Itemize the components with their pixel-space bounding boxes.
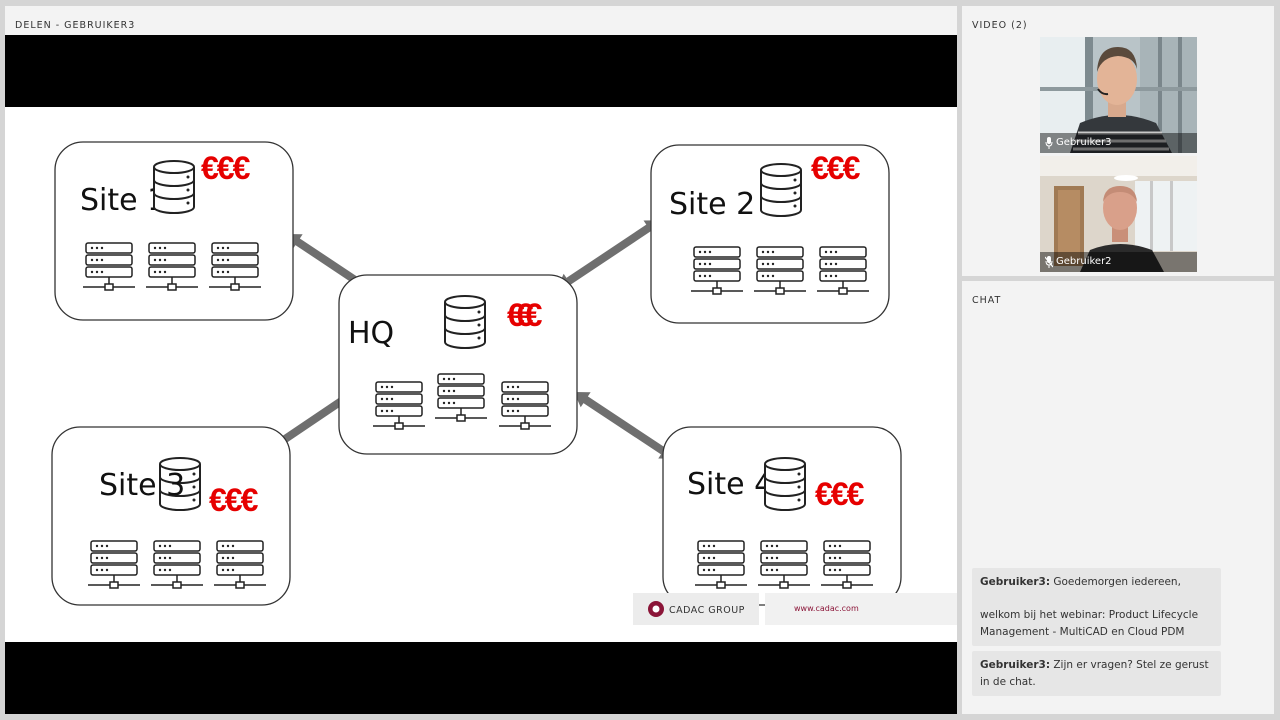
participant-name: Gebruiker2 bbox=[1040, 252, 1197, 272]
microphone-icon bbox=[1045, 137, 1053, 149]
microphone-muted-icon bbox=[1045, 256, 1053, 268]
share-pod: DELEN - GEBRUIKER3 bbox=[5, 6, 957, 714]
site-4-cost: €€€ bbox=[815, 476, 865, 512]
chat-pod: CHAT Gebruiker3: Goedemorgen iedereen, w… bbox=[962, 281, 1274, 714]
chat-author: Gebruiker3: bbox=[980, 659, 1051, 671]
chat-message: Gebruiker3: Zijn er vragen? Stel ze geru… bbox=[972, 651, 1221, 696]
site-1-box: Site 1 €€€ bbox=[54, 141, 294, 321]
share-stage: Site 1 €€€ Site 2 €€€ bbox=[5, 35, 957, 714]
chat-author: Gebruiker3: bbox=[980, 576, 1051, 588]
database-icon bbox=[153, 160, 195, 214]
video-tile-gebruiker3[interactable]: Gebruiker3 bbox=[1040, 37, 1197, 153]
site-4-box: Site 4 €€€ bbox=[662, 426, 902, 606]
site-1-cost: €€€ bbox=[201, 150, 251, 186]
site-2-cost: €€€ bbox=[811, 150, 861, 186]
brand-name: CADAC GROUP bbox=[669, 605, 745, 616]
slide: Site 1 €€€ Site 2 €€€ bbox=[5, 107, 957, 642]
webcam-feed bbox=[1040, 37, 1197, 153]
chat-text: welkom bij het webinar: Product Lifecycl… bbox=[980, 609, 1199, 638]
hq-label: HQ bbox=[348, 316, 394, 351]
participant-name: Gebruiker3 bbox=[1040, 133, 1197, 153]
chat-text: Zijn er vragen? Stel ze gerust in de cha… bbox=[980, 659, 1209, 688]
database-icon bbox=[760, 163, 802, 217]
arrow-site2-hq bbox=[557, 220, 661, 289]
arrow-site4-hq bbox=[574, 392, 675, 459]
site-2-label: Site 2 bbox=[669, 187, 755, 222]
hq-box: HQ €€€ bbox=[338, 274, 578, 455]
chat-message: Gebruiker3: Goedemorgen iedereen, welkom… bbox=[972, 568, 1221, 646]
site-3-cost: €€€ bbox=[209, 482, 259, 518]
video-pod-title: VIDEO (2) bbox=[972, 20, 1028, 31]
brand-url: www.cadac.com bbox=[794, 604, 859, 613]
share-pod-title: DELEN - GEBRUIKER3 bbox=[15, 20, 136, 31]
chat-text: Goedemorgen iedereen, bbox=[1053, 576, 1181, 588]
site-1-label: Site 1 bbox=[80, 183, 166, 218]
site-3-label: Site 3 bbox=[99, 468, 185, 503]
video-tile-gebruiker2[interactable]: Gebruiker2 bbox=[1040, 156, 1197, 272]
chat-pod-title: CHAT bbox=[972, 295, 1002, 306]
slide-footer: CADAC GROUP www.cadac.com bbox=[633, 593, 957, 625]
site-3-box: Site 3 €€€ bbox=[51, 426, 291, 606]
video-pod: VIDEO (2) Gebruiker3 bbox=[962, 6, 1274, 276]
database-icon bbox=[444, 295, 486, 349]
network-diagram: Site 1 €€€ Site 2 €€€ bbox=[51, 141, 957, 625]
site-2-box: Site 2 €€€ bbox=[650, 144, 890, 324]
site-4-label: Site 4 bbox=[687, 467, 773, 502]
database-icon bbox=[764, 457, 806, 511]
webcam-feed bbox=[1040, 156, 1197, 272]
